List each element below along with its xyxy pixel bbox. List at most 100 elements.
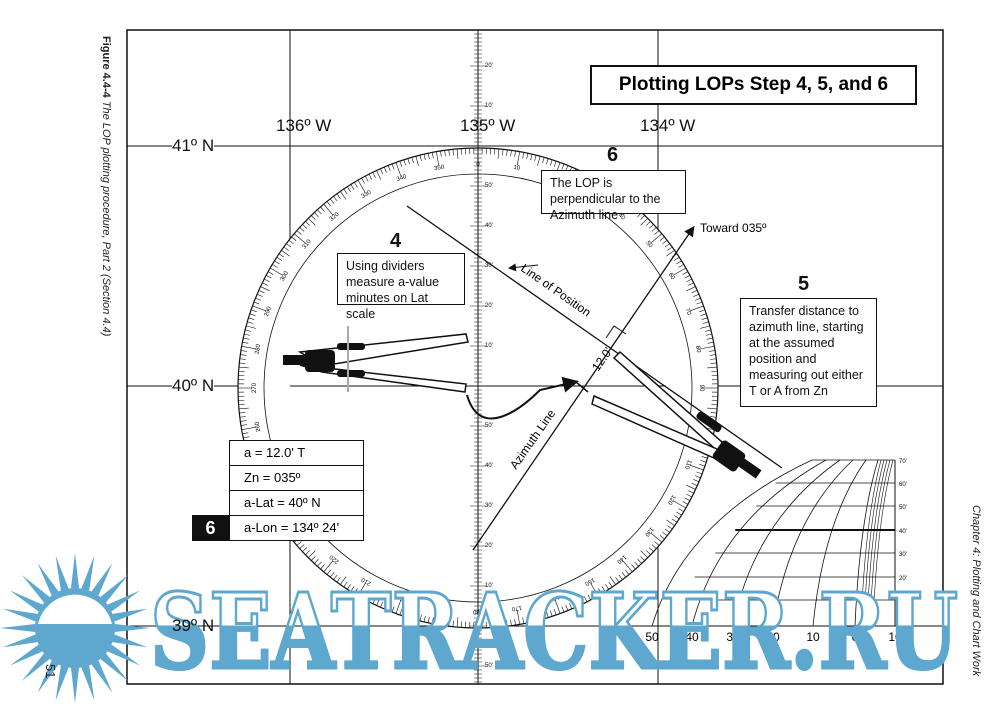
compass-tick <box>411 612 414 619</box>
compass-tick <box>317 209 322 215</box>
compass-tick <box>514 619 516 626</box>
lat-scale-label: 30' <box>899 552 907 558</box>
compass-tick <box>340 191 347 200</box>
compass-tick <box>350 586 355 592</box>
compass-degree-label: 200 <box>395 593 407 602</box>
compass-tick <box>267 271 274 275</box>
compass-tick <box>239 362 246 364</box>
step6-pointer <box>508 263 539 272</box>
compass-tick <box>323 560 333 573</box>
compass-tick <box>502 149 504 156</box>
compass-tick <box>621 572 626 578</box>
compass-tick <box>506 149 508 156</box>
compass-tick <box>361 592 365 599</box>
minute-scale-label: 40' <box>485 223 493 229</box>
compass-tick <box>690 465 704 471</box>
compass-tick <box>308 218 316 226</box>
compass-tick <box>326 201 331 207</box>
minute-scale-label: 40' <box>485 463 493 469</box>
compass-degree-label: 290 <box>264 305 273 317</box>
compass-tick <box>246 325 256 329</box>
compass-tick <box>423 154 426 161</box>
compass-tick <box>640 215 645 220</box>
minute-scale-label: 20' <box>485 303 493 309</box>
compass-degree-label: 270 <box>252 382 258 393</box>
compass-degree-label: 50 <box>644 240 653 249</box>
compass-tick <box>583 596 588 602</box>
compass-tick <box>537 610 541 620</box>
row-a-value: a = 12.0' T <box>230 441 363 466</box>
compass-tick <box>667 246 673 251</box>
compass-tick <box>650 233 663 243</box>
compass-tick <box>530 154 533 161</box>
compass-degree-label: 60 <box>667 272 676 281</box>
compass-tick <box>542 612 545 619</box>
compass-tick <box>245 329 252 332</box>
compass-tick <box>700 325 710 329</box>
compass-tick <box>640 556 645 561</box>
compass-tick <box>506 620 508 627</box>
compass-tick <box>707 407 718 410</box>
compass-tick <box>497 148 500 159</box>
compass-tick <box>526 616 529 623</box>
compass-tick <box>452 149 454 156</box>
compass-degree-label: 320 <box>329 211 341 222</box>
compass-tick <box>686 493 692 498</box>
compass-tick <box>415 156 419 166</box>
line-of-position <box>406 205 783 469</box>
compass-tick <box>314 212 319 218</box>
compass-tick <box>399 609 403 616</box>
compass-tick <box>673 267 686 276</box>
compass-tick <box>238 407 249 410</box>
compass-tick <box>530 615 533 622</box>
compass-tick <box>423 615 426 622</box>
compass-tick <box>444 150 446 157</box>
lat-scale-label: 70' <box>899 459 907 465</box>
compass-tick <box>243 337 250 340</box>
compass-tick <box>710 358 717 360</box>
compass-tick <box>376 596 382 606</box>
step4-number: 4 <box>390 230 402 252</box>
minute-scale-label: 10' <box>485 343 493 349</box>
compass-tick <box>250 309 257 313</box>
plot-frame <box>126 29 944 685</box>
compass-tick <box>440 619 442 626</box>
compass-tick <box>623 560 633 573</box>
lat-scale-bottom-label: 20 <box>766 630 780 644</box>
lat-scale-label: 20' <box>899 576 907 582</box>
compass-degree-label: 180 <box>472 608 483 614</box>
compass-tick <box>587 594 591 601</box>
compass-tick <box>239 416 246 418</box>
compass-tick <box>591 592 595 599</box>
compass-tick <box>676 260 682 265</box>
compass-tick <box>427 153 430 160</box>
compass-tick <box>354 182 358 188</box>
compass-tick <box>561 163 565 170</box>
figure-text: The LOP plotting procedure, Part 2 (Sect… <box>100 100 112 337</box>
compass-tick <box>311 215 316 220</box>
compass-tick <box>555 600 561 614</box>
summary-table: a = 12.0' T Zn = 035º a-Lat = 40º N a-Lo… <box>229 440 364 541</box>
compass-tick <box>419 155 422 162</box>
minute-scale-label: 10' <box>485 103 493 109</box>
compass-tick <box>534 155 537 162</box>
compass-tick <box>258 290 265 294</box>
compass-tick <box>682 501 689 505</box>
compass-tick <box>666 519 675 526</box>
latitude-39: 39º N <box>172 616 215 635</box>
compass-tick <box>700 313 707 316</box>
dividers-left-icon <box>283 326 469 393</box>
compass-tick <box>700 346 715 350</box>
step6-number: 6 <box>607 144 619 166</box>
compass-tick <box>276 257 282 261</box>
compass-degree-label: 280 <box>255 343 263 355</box>
compass-tick <box>605 584 609 590</box>
compass-tick <box>546 611 549 618</box>
compass-degree-label: 210 <box>360 576 372 587</box>
compass-tick <box>265 275 272 279</box>
compass-tick <box>553 160 557 167</box>
chapter-footer: Chapter 4: Plotting and Chart Work <box>970 505 982 677</box>
compass-tick <box>240 420 247 422</box>
compass-tick <box>710 362 717 364</box>
lat-scale-label: 50' <box>899 505 907 511</box>
